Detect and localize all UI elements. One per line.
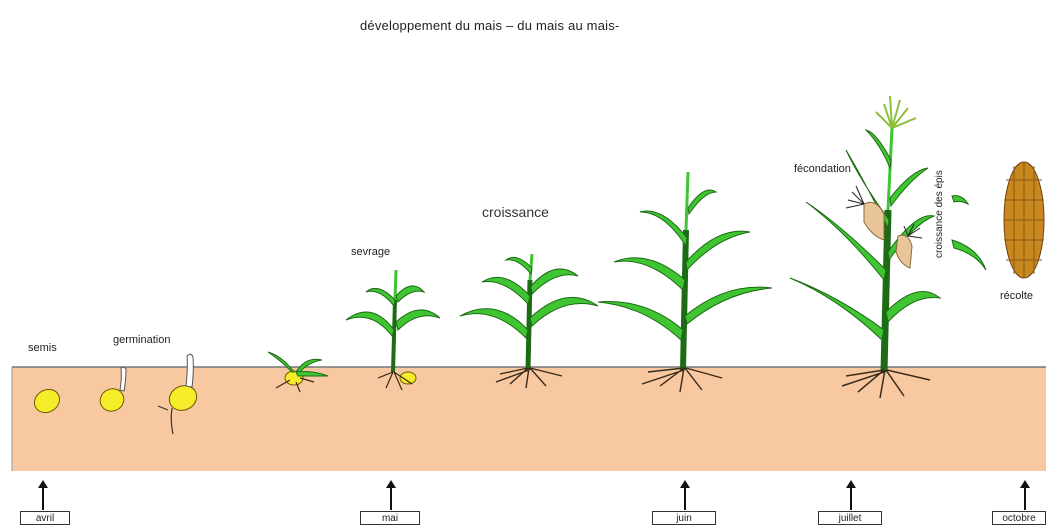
timeline-arrow-octobre	[1020, 480, 1030, 510]
timeline-arrow-mai	[386, 480, 396, 510]
stage-label-recolte: récolte	[1000, 290, 1033, 302]
stage-label-sevrage: sevrage	[351, 246, 390, 258]
stage-label-fecondation: fécondation	[794, 163, 851, 175]
plant-croissance-epis-partial	[952, 196, 986, 270]
month-label-juin: juin	[652, 511, 716, 525]
soil-band	[12, 367, 1046, 471]
plant-fecondation	[790, 96, 940, 398]
plant-croissance-2	[598, 172, 772, 392]
timeline-arrow-juillet	[846, 480, 856, 510]
timeline-arrow-avril	[38, 480, 48, 510]
month-label-juillet: juillet	[818, 511, 882, 525]
month-label-mai: mai	[360, 511, 420, 525]
month-label-avril: avril	[20, 511, 70, 525]
stage-label-germination: germination	[113, 334, 170, 346]
stage-label-croissance: croissance	[482, 204, 549, 220]
stage-label-croissance-des-epis: croissance des épis	[934, 170, 945, 258]
stage-label-semis: semis	[28, 342, 57, 354]
harvested-ear	[1004, 162, 1044, 278]
month-label-octobre: octobre	[992, 511, 1046, 525]
timeline-arrow-juin	[680, 480, 690, 510]
diagram-title: développement du mais – du mais au mais-	[360, 18, 619, 33]
